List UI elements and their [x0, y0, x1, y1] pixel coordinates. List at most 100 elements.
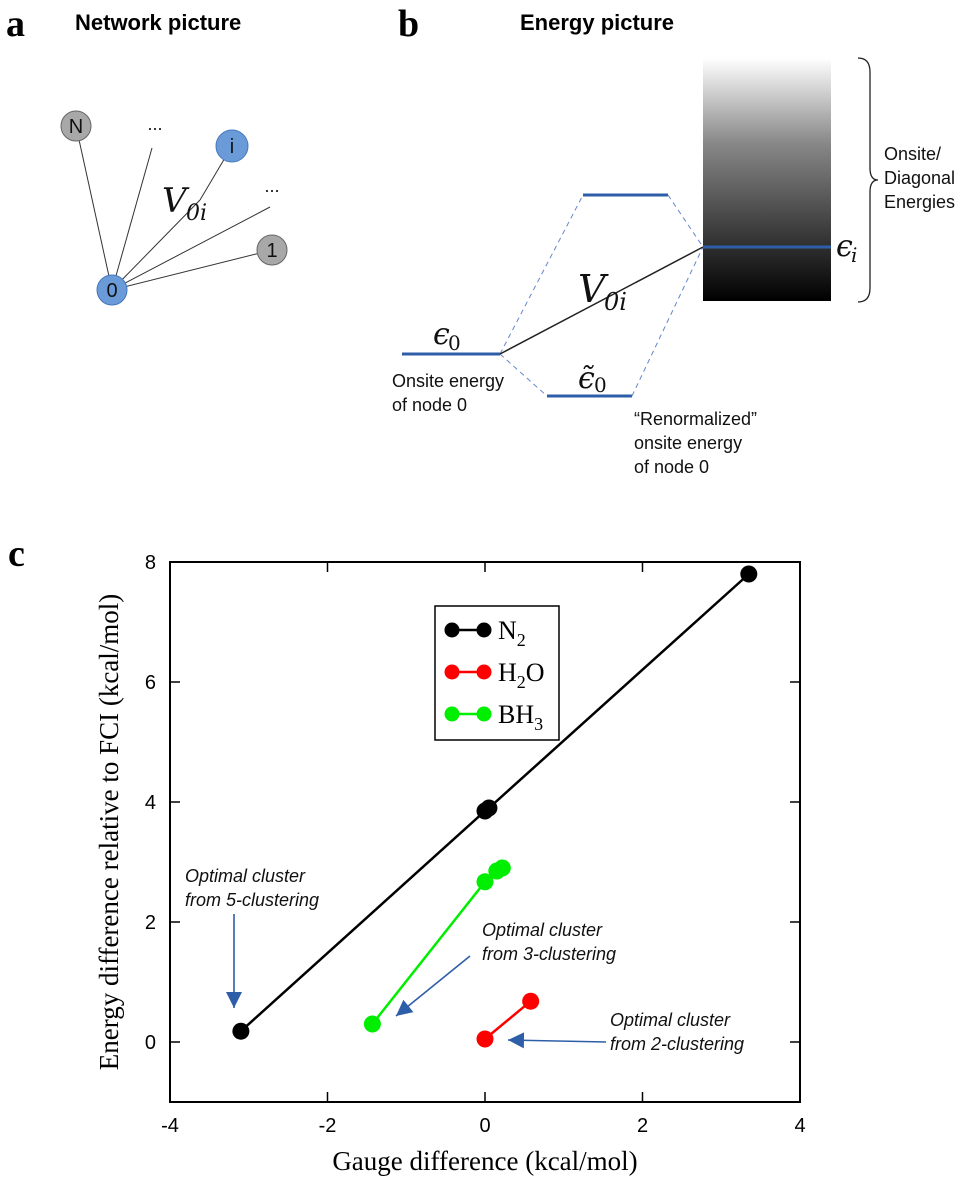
legend-entry: BH3 — [444, 700, 543, 734]
svg-text:from 3-clustering: from 3-clustering — [482, 944, 616, 964]
svg-text:0i: 0i — [186, 201, 207, 226]
y-tick-label: 8 — [145, 552, 156, 574]
brace — [857, 57, 879, 303]
svg-text:ϵ̃: ϵ̃ — [578, 361, 595, 396]
data-point — [232, 1022, 250, 1040]
series-h2o — [476, 992, 540, 1048]
legend-label: N2 — [498, 616, 526, 650]
ellipsis-top: ... — [147, 114, 162, 134]
data-point — [476, 873, 494, 891]
svg-text:Optimal cluster: Optimal cluster — [610, 1010, 731, 1030]
series-line — [484, 1000, 532, 1040]
data-point — [476, 1030, 494, 1048]
y-axis-label: Energy difference relative to FCI (kcal/… — [94, 594, 124, 1071]
svg-text:from 2-clustering: from 2-clustering — [610, 1034, 744, 1054]
node-i-label: i — [230, 136, 234, 158]
panel-b-title: Energy picture — [520, 10, 674, 35]
svg-text:0: 0 — [594, 373, 607, 397]
x-tick-label: 0 — [479, 1115, 490, 1137]
data-series — [232, 565, 758, 1048]
panel-c-label: c — [8, 533, 25, 575]
legend-marker — [444, 664, 460, 680]
svg-text:V: V — [578, 267, 609, 311]
data-point — [740, 565, 758, 583]
panel-b: b Energy picture ϵ 0 V 0i ϵ̃ 0 ϵ i — [392, 3, 955, 477]
svg-text:ϵ: ϵ — [433, 317, 450, 352]
eps0-label: ϵ 0 — [433, 317, 461, 355]
svg-text:of node 0: of node 0 — [634, 457, 709, 477]
eps-i-label: ϵ i — [836, 229, 857, 267]
edge-0-dots2 — [111, 206, 271, 291]
y-tick-label: 0 — [145, 1032, 156, 1054]
coupling-line — [499, 246, 704, 355]
onsite-label: Onsite energy of node 0 — [392, 371, 504, 415]
data-point — [480, 799, 498, 817]
svg-text:0i: 0i — [604, 288, 627, 316]
svg-text:Diagonal: Diagonal — [884, 168, 955, 188]
svg-text:ϵ: ϵ — [836, 229, 853, 264]
edge-0-1 — [111, 249, 273, 291]
panel-b-label: b — [398, 3, 419, 45]
panel-a-label: a — [6, 3, 25, 45]
panel-a-title: Network picture — [75, 10, 241, 35]
data-point — [493, 859, 511, 877]
legend-marker — [476, 706, 492, 722]
node-n-label: N — [69, 116, 83, 138]
svg-text:V: V — [162, 181, 190, 221]
svg-text:i: i — [851, 243, 857, 267]
ellipsis-right: ... — [264, 176, 279, 196]
continuum-band — [703, 58, 831, 301]
renorm-label: “Renormalized” onsite energy of node 0 — [634, 409, 757, 477]
svg-text:Optimal cluster: Optimal cluster — [482, 920, 603, 940]
legend-label: BH3 — [498, 700, 543, 734]
network-edges — [75, 125, 273, 291]
y-tick-label: 6 — [145, 672, 156, 694]
arrow-2-clustering — [507, 1032, 607, 1049]
arrow-3-clustering — [395, 955, 471, 1017]
brace-label: Onsite/ Diagonal Energies — [884, 144, 955, 212]
eps0-tilde-label: ϵ̃ 0 — [578, 361, 607, 397]
x-tick-label: 4 — [794, 1115, 805, 1137]
legend-marker — [444, 706, 460, 722]
series-n2 — [232, 565, 758, 1040]
svg-text:onsite energy: onsite energy — [634, 433, 742, 453]
node-n: N — [60, 110, 92, 142]
legend-label: H2O — [498, 658, 545, 692]
svg-text:“Renormalized”: “Renormalized” — [634, 409, 757, 429]
legend-marker — [476, 664, 492, 680]
data-point — [522, 992, 540, 1010]
x-axis-label: Gauge difference (kcal/mol) — [332, 1146, 637, 1176]
node-1: 1 — [256, 234, 288, 266]
legend-entry: H2O — [444, 658, 545, 692]
y-tick-label: 2 — [145, 912, 156, 934]
node-i: i — [215, 129, 249, 163]
svg-text:Optimal cluster: Optimal cluster — [185, 866, 306, 886]
legend-marker — [444, 622, 460, 638]
svg-text:0: 0 — [448, 331, 461, 355]
svg-text:Onsite energy: Onsite energy — [392, 371, 504, 391]
coupling-label-a: V 0i — [162, 181, 207, 226]
legend-entry: N2 — [444, 616, 526, 650]
edge-0-n — [75, 125, 113, 291]
y-tick-label: 4 — [145, 792, 156, 814]
svg-text:of node 0: of node 0 — [392, 395, 467, 415]
svg-text:Energies: Energies — [884, 192, 955, 212]
annotation-2-clustering: Optimal cluster from 2-clustering — [507, 1010, 744, 1054]
correlation-dashes — [499, 194, 704, 397]
panel-a: a Network picture N i 1 0 ... ... — [6, 3, 288, 306]
series-bh3 — [363, 859, 511, 1033]
x-tick-label: -4 — [161, 1115, 179, 1137]
coupling-label-b: V 0i — [578, 267, 627, 316]
x-tick-label: -2 — [319, 1115, 337, 1137]
edge-0-dots1 — [111, 147, 153, 291]
data-point — [363, 1015, 381, 1033]
node-1-label: 1 — [266, 240, 277, 262]
legend-marker — [476, 622, 492, 638]
annotation-5-clustering: Optimal cluster from 5-clustering — [185, 866, 319, 1008]
svg-text:Onsite/: Onsite/ — [884, 144, 941, 164]
edge-0-i — [111, 199, 201, 291]
